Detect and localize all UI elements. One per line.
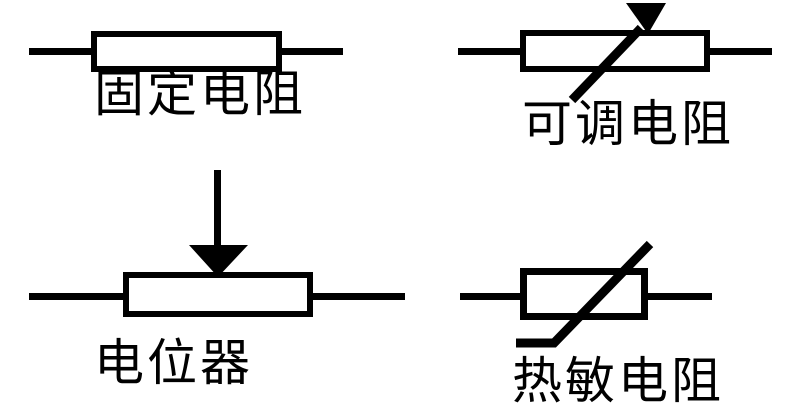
adjustable-resistor-lead-right (710, 48, 772, 55)
thermistor-lead-left (460, 293, 520, 300)
thermistor-lead-right (648, 293, 712, 300)
fixed-resistor-lead-left (29, 48, 91, 55)
adjustable-resistor-label: 可调电阻 (522, 96, 734, 152)
fixed-resistor-lead-right (282, 48, 343, 55)
adjustable-resistor-body (520, 30, 710, 72)
adjustable-resistor-lead-left (458, 48, 520, 55)
potentiometer-lead-right (313, 293, 405, 300)
thermistor-label: 热敏电阻 (512, 353, 724, 409)
potentiometer-lead-left (29, 293, 123, 300)
fixed-resistor-label: 固定电阻 (94, 66, 306, 122)
potentiometer-body (123, 272, 313, 317)
potentiometer-label: 电位器 (94, 335, 253, 391)
potentiometer-wiper-stem (214, 170, 221, 250)
fixed-resistor-body (91, 31, 282, 72)
thermistor-body (520, 268, 648, 320)
